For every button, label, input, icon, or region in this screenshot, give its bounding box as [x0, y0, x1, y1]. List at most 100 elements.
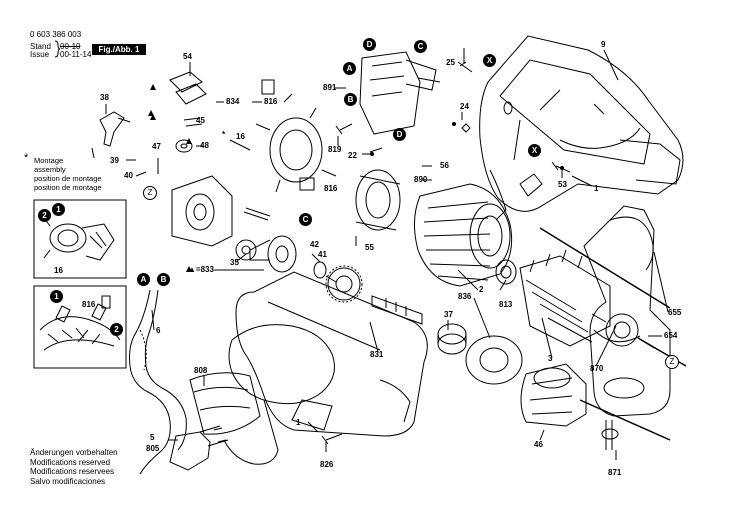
triangle-marker: [150, 84, 156, 90]
callout-41: 41: [318, 250, 327, 259]
callout-813: 813: [499, 300, 513, 309]
star-symbol: *: [222, 130, 226, 139]
callout-890: 890: [414, 175, 428, 184]
triangle-marker: [186, 266, 192, 272]
rear-cover: [171, 175, 233, 247]
callout-42: 42: [310, 240, 319, 249]
marker-Z-right: Z: [665, 355, 679, 369]
callout-1-right: 1: [594, 184, 599, 193]
chuck-46: [520, 363, 587, 427]
screw-819: [335, 123, 353, 135]
callout-45: 45: [196, 116, 205, 125]
marker-X-mid: X: [528, 144, 541, 157]
housing-half-808: [189, 372, 261, 435]
brush-plate-lower: [355, 169, 401, 231]
switch-assembly: [359, 51, 441, 135]
marker-D-top: D: [363, 38, 376, 51]
stand-old-value: 00-10: [60, 42, 81, 51]
header-brace: [54, 40, 61, 58]
callout-53: 53: [558, 180, 567, 189]
callout-819: 819: [328, 145, 342, 154]
power-plug: [169, 425, 229, 471]
assembly-note: * Montage assembly position de montage p…: [24, 153, 102, 193]
callout-38: 38: [100, 93, 109, 102]
callout-836: 836: [458, 292, 472, 301]
housing-main-left: [223, 271, 428, 465]
callout-25: 25: [446, 58, 455, 67]
marker-1-inset-top: 1: [52, 203, 65, 216]
footer-notice: Änderungen vorbehalten Modifications res…: [30, 448, 118, 486]
callout-47: 47: [152, 142, 161, 151]
washer-42: [313, 261, 327, 279]
marker-D-mid: D: [393, 128, 406, 141]
switch-lever-38: [99, 111, 131, 147]
footer-line: Änderungen vorbehalten: [30, 448, 118, 457]
callout-39: 39: [110, 156, 119, 165]
marker-1-inset-bottom: 1: [50, 290, 63, 303]
screw-826: [321, 433, 343, 445]
callout-826: 826: [320, 460, 334, 469]
callout-816: 816: [264, 97, 278, 106]
callout-833-number: 833: [200, 265, 214, 274]
callout-16-inset: 16: [54, 266, 63, 275]
callout-870: 870: [590, 364, 604, 373]
spindle-831: [371, 295, 423, 325]
chuck-key-871: [579, 399, 671, 450]
note-line: assembly: [34, 165, 66, 174]
triangle-symbol: ▲: [188, 265, 196, 274]
footer-line: Modifications reservees: [30, 467, 115, 476]
armature-3: [519, 227, 687, 367]
triangle-marker: [150, 114, 156, 120]
callout-654: 654: [664, 331, 678, 340]
screw-24: [461, 123, 471, 133]
callout-2: 2: [479, 285, 484, 294]
callout-22: 22: [348, 151, 357, 160]
callout-831: 831: [370, 350, 384, 359]
callout-891: 891: [323, 83, 337, 92]
callout-655: 655: [668, 308, 682, 317]
note-line: Montage: [34, 156, 64, 165]
triangle-marker: [186, 138, 192, 144]
inset-top-part: [43, 217, 115, 261]
issue-date: 00-11-14: [60, 50, 92, 59]
inset-box-bottom: [33, 285, 127, 369]
note-line: position de montage: [34, 183, 102, 192]
stator-2: [414, 183, 513, 287]
marker-C-mid: C: [299, 213, 312, 226]
marker-A-top: A: [343, 62, 356, 75]
inset-box-top: [33, 199, 127, 279]
callout-816-inset: 816: [82, 300, 96, 309]
callout-6: 6: [156, 326, 161, 335]
housing-right-9: [479, 35, 684, 221]
marker-X-top: X: [483, 54, 496, 67]
callout-55: 55: [365, 243, 374, 252]
note-line: position de montage: [34, 174, 102, 183]
figure-label: Fig./Abb. 1: [92, 44, 146, 55]
marker-Z-left: Z: [143, 186, 157, 200]
fan-833: [249, 235, 297, 273]
bearing-48: [175, 139, 193, 153]
doc-number: 0 603 386 003: [30, 30, 82, 39]
bearing-37: [437, 323, 467, 355]
triangle-marker: [148, 110, 154, 116]
callout-16: 16: [236, 132, 245, 141]
callout-9: 9: [601, 40, 606, 49]
callout-1-body: 1: [296, 418, 301, 427]
callout-56: 56: [440, 161, 449, 170]
note-star: *: [24, 152, 29, 164]
footer-line: Salvo modificaciones: [30, 476, 106, 486]
marker-2-inset-bottom: 2: [110, 323, 123, 336]
stand-label: Stand: [30, 42, 51, 51]
gear-housing-front: [583, 205, 671, 417]
callout-834: 834: [226, 97, 240, 106]
screw-22: [369, 147, 383, 153]
marker-C-top: C: [414, 40, 427, 53]
callout-40: 40: [124, 171, 133, 180]
callout-46: 46: [534, 440, 543, 449]
callout-24: 24: [460, 102, 469, 111]
marker-B-left: B: [157, 273, 170, 286]
callout-805: 805: [146, 444, 160, 453]
callout-871: 871: [608, 468, 622, 477]
bearing-813: [495, 259, 517, 285]
